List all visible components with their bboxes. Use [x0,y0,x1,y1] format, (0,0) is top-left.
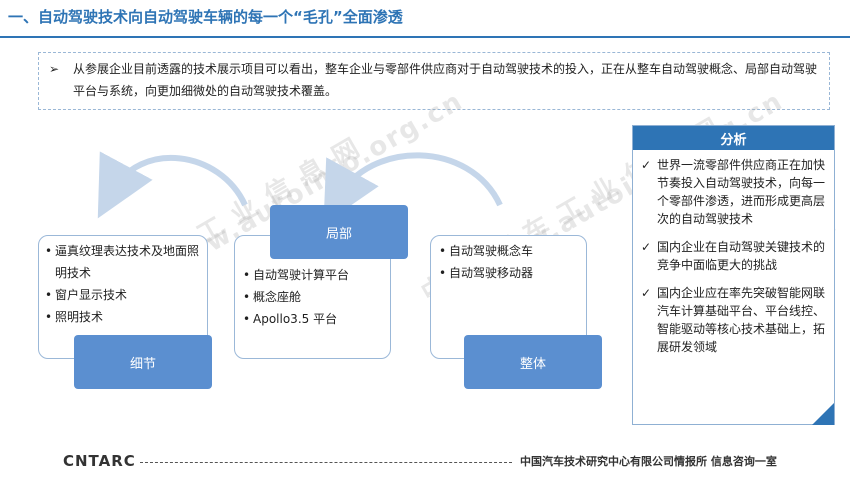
title-rule [0,36,850,38]
whole-item: 自动驾驶概念车 [439,240,580,262]
check-icon: ✓ [641,158,652,172]
intro-box: ➢ 从参展企业目前透露的技术展示项目可以看出，整车企业与零部件供应商对于自动驾驶… [38,52,830,110]
arrow-bullet-icon: ➢ [49,62,60,76]
local-item: 自动驾驶计算平台 [243,264,384,286]
analysis-text: 国内企业在自动驾驶关键技术的竞争中面临更大的挑战 [657,240,826,272]
whole-item: 自动驾驶移动器 [439,262,580,284]
analysis-title: 分析 [633,126,834,150]
check-icon: ✓ [641,240,652,254]
analysis-text: 世界一流零部件供应商正在加快节奏投入自动驾驶技术，向每一个零部件渗透，进而形成更… [657,158,826,226]
local-label: 局部 [270,205,408,259]
analysis-item: ✓ 世界一流零部件供应商正在加快节奏投入自动驾驶技术，向每一个零部件渗透，进而形… [639,156,828,228]
analysis-panel: 分析 ✓ 世界一流零部件供应商正在加快节奏投入自动驾驶技术，向每一个零部件渗透，… [632,125,835,425]
analysis-text: 国内企业应在率先突破智能网联汽车计算基础平台、平台线控、智能驱动等核心技术基础上… [657,286,826,354]
analysis-item: ✓ 国内企业在自动驾驶关键技术的竞争中面临更大的挑战 [639,238,828,274]
intro-text: 从参展企业目前透露的技术展示项目可以看出，整车企业与零部件供应商对于自动驾驶技术… [73,62,818,98]
footer-divider [140,462,512,463]
analysis-item: ✓ 国内企业应在率先突破智能网联汽车计算基础平台、平台线控、智能驱动等核心技术基… [639,284,828,356]
check-icon: ✓ [641,286,652,300]
detail-item: 照明技术 [45,306,201,328]
detail-label: 细节 [74,335,212,389]
whole-label: 整体 [464,335,602,389]
detail-item: 窗户显示技术 [45,284,201,306]
local-item: Apollo3.5 平台 [243,308,384,330]
arrow-whole-to-local [323,152,503,225]
footer-logo: CNTARC [63,452,136,470]
footer-text: 中国汽车技术研究中心有限公司情报所 信息咨询一室 [520,455,777,468]
detail-item: 逼真纹理表达技术及地面照明技术 [45,240,201,284]
page-title: 一、自动驾驶技术向自动驾驶车辆的每一个“毛孔”全面渗透 [8,8,403,26]
local-item: 概念座舱 [243,286,384,308]
folded-corner-icon [812,403,834,425]
arrow-local-to-detail [97,151,248,219]
